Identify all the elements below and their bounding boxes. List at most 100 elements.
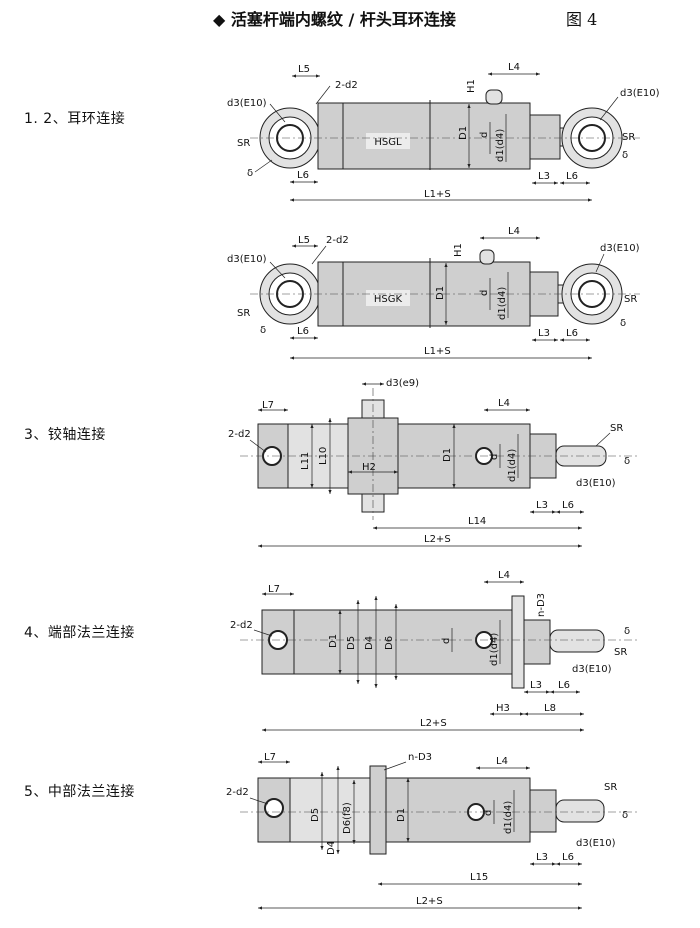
dim-L6: L6 [558, 680, 570, 691]
dim-delta: δ [622, 810, 628, 821]
dim-L7: L7 [262, 400, 274, 411]
dim-2-d2: 2-d2 [335, 80, 358, 91]
dim-d1d4: d1(d4) [497, 287, 508, 320]
dim-L4: L4 [496, 756, 508, 767]
dim-H2: H2 [362, 462, 376, 473]
cylinder-barrel [385, 777, 531, 843]
dim-L10: L10 [318, 447, 329, 465]
dim-SR: SR [610, 423, 623, 434]
dim-L7: L7 [268, 584, 280, 595]
dim-D1: D1 [328, 634, 339, 648]
dim-L3: L3 [530, 680, 542, 691]
dim-SR: SR [604, 782, 617, 793]
dim-2-d2: 2-d2 [326, 235, 349, 246]
dim-2-d2: 2-d2 [228, 429, 251, 440]
dim-delta-right: δ [620, 318, 626, 329]
dim-D1: D1 [396, 808, 407, 822]
dim-L4: L4 [508, 226, 520, 237]
figure-number: 图 4 [566, 10, 598, 29]
dim-L6-right: L6 [566, 328, 578, 339]
dim-D1: D1 [442, 448, 453, 462]
model-tag: HSGK [374, 294, 403, 305]
dim-L3: L3 [538, 171, 550, 182]
row-label-ear-ring: 1. 2、耳环连接 [24, 111, 126, 127]
dim-L2S: L2+S [420, 718, 447, 729]
drawing-hsgk: HSGK L5 2-d2 d3(E10) SR δ L6 H1 L4 D1 d … [227, 226, 640, 360]
dim-L6-left: L6 [297, 170, 309, 181]
page-title: ◆ 活塞杆端内螺纹 / 杆头耳环连接 [213, 10, 456, 29]
dim-d1d4: d1(d4) [489, 633, 500, 666]
dim-D6f8: D6(f8) [342, 802, 353, 834]
row-label-end-flange: 4、端部法兰连接 [24, 625, 135, 641]
dim-d: d [479, 290, 490, 296]
dim-delta-right: δ [622, 150, 628, 161]
rod-eye [555, 799, 605, 823]
dim-L5: L5 [298, 235, 310, 246]
dim-d1d4: d1(d4) [507, 449, 518, 482]
dim-L2S: L2+S [424, 534, 451, 545]
dim-SR-left: SR [237, 308, 250, 319]
drawing-end-flange: L7 2-d2 D1 D5 D4 D6 L4 n-D3 d d1(d4) SR … [230, 570, 640, 732]
row-label-middle-flange: 5、中部法兰连接 [24, 784, 135, 800]
model-tag: HSGL [374, 137, 402, 148]
dim-d3E10-left: d3(E10) [227, 98, 267, 109]
dim-L4: L4 [508, 62, 520, 73]
oil-port [479, 249, 495, 265]
dim-D5: D5 [346, 636, 357, 650]
dim-d3e9: d3(e9) [386, 378, 419, 389]
dim-L15: L15 [470, 872, 488, 883]
dim-L6: L6 [562, 852, 574, 863]
drawing-trunnion: L7 2-d2 d3(e9) L11 L10 H2 D1 L4 d d1(d4)… [228, 378, 640, 548]
rod-eye [549, 629, 605, 653]
dim-d: d [441, 638, 452, 644]
dim-d3E10: d3(E10) [576, 478, 616, 489]
dim-D5: D5 [310, 808, 321, 822]
dim-d3E10: d3(E10) [576, 838, 616, 849]
dim-L2S: L2+S [416, 896, 443, 907]
model-tag-box [366, 133, 410, 149]
dim-H1: H1 [466, 79, 477, 93]
dim-d: d [483, 810, 494, 816]
dim-delta: δ [624, 456, 630, 467]
dim-2-d2: 2-d2 [230, 620, 253, 631]
dim-d1d4: d1(d4) [503, 801, 514, 834]
dim-D1: D1 [458, 126, 469, 140]
dim-L4: L4 [498, 570, 510, 581]
dim-H1: H1 [453, 243, 464, 257]
dim-delta-left: δ [260, 325, 266, 336]
dim-L5: L5 [298, 64, 310, 75]
dim-D4: D4 [364, 636, 375, 650]
dim-L6-right: L6 [566, 171, 578, 182]
dim-2-d2: 2-d2 [226, 787, 249, 798]
dim-delta: δ [624, 626, 630, 637]
dim-L3: L3 [538, 328, 550, 339]
dim-D6: D6 [384, 636, 395, 650]
dim-L4: L4 [498, 398, 510, 409]
dim-d: d [489, 454, 500, 460]
dim-SR-left: SR [237, 138, 250, 149]
dim-SR-right: SR [622, 132, 635, 143]
dim-L3: L3 [536, 852, 548, 863]
dim-d1d4: d1(d4) [495, 129, 506, 162]
page-header: ◆ 活塞杆端内螺纹 / 杆头耳环连接 图 4 [0, 6, 700, 29]
dim-D1: D1 [435, 286, 446, 300]
drawing-hsgl: HSGL L5 2-d2 d3(E10) SR δ L6 H1 L4 D1 d … [227, 62, 660, 202]
dim-L3: L3 [536, 500, 548, 511]
dim-L6-left: L6 [297, 326, 309, 337]
dim-SR: SR [614, 647, 627, 658]
dim-d3E10-right: d3(E10) [600, 243, 640, 254]
cylinder-barrel-right [429, 102, 531, 170]
oil-port [485, 89, 503, 105]
dim-d3E10: d3(E10) [572, 664, 612, 675]
dim-L1S: L1+S [424, 346, 451, 357]
dim-L8: L8 [544, 703, 556, 714]
dim-SR-right: SR [624, 294, 637, 305]
dim-H3: H3 [496, 703, 510, 714]
dim-D4: D4 [326, 841, 337, 855]
middle-flange-plate [369, 765, 387, 855]
dim-L6: L6 [562, 500, 574, 511]
dim-d3E10-right: d3(E10) [620, 88, 660, 99]
dim-L1S: L1+S [424, 189, 451, 200]
dim-n-D3: n-D3 [408, 752, 432, 763]
